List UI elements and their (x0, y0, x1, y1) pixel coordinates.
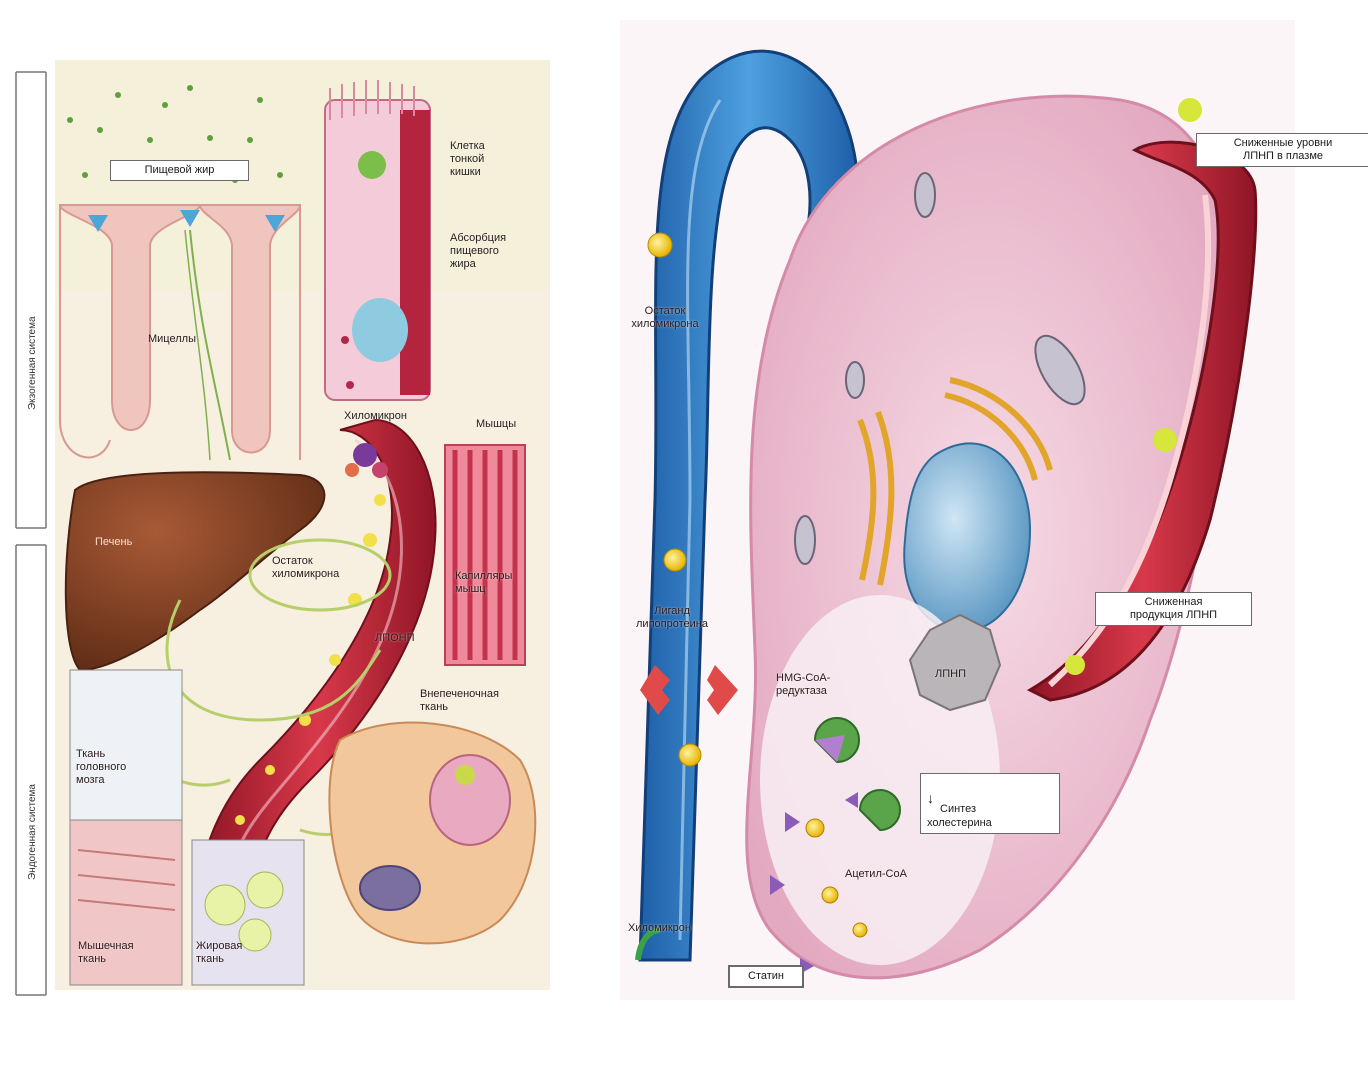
micelles-label: Мицеллы (148, 333, 196, 346)
acetyl-coa-label: Ацетил-CoA (845, 868, 907, 881)
right-panel (620, 20, 1295, 1000)
extrahepatic-cell (329, 723, 535, 944)
brain-tissue-label: Ткань головного мозга (76, 748, 126, 788)
brain-tissue-inset (70, 670, 182, 820)
intestinal-cell (325, 80, 430, 400)
reduced-plasma-ldl-label: Сниженные уровни ЛПНП в плазме (1196, 133, 1368, 167)
liver-label: Печень (95, 536, 132, 549)
extrahepatic-tissue-label: Внепеченочная ткань (420, 688, 499, 714)
endogenous-system-label: Эндогенная система (27, 784, 38, 880)
exogenous-system-label: Экзогенная система (27, 316, 38, 410)
adipose-tissue-label: Жировая ткань (196, 940, 242, 966)
fat-absorption-label: Абсорбция пищевого жира (450, 232, 506, 272)
ldl-label: ЛПНП (935, 668, 966, 681)
vldl-label: ЛПОНП (375, 632, 415, 645)
nucleus (904, 443, 1030, 631)
hmg-coa-reductase-label: HMG-CoA- редуктаза (776, 672, 830, 698)
muscle-block (445, 445, 525, 665)
cholesterol-synthesis-box: ↓ Синтез холестерина (920, 773, 1060, 834)
lipoprotein-ligand-label: Лиганд липопротеина (612, 605, 732, 631)
dietary-fat-label: Пищевой жир (110, 160, 249, 181)
muscle-capillaries-label: Капилляры мышц (455, 570, 512, 596)
left-panel (16, 60, 550, 995)
cholesterol-synthesis-label: Синтез холестерина (927, 803, 992, 828)
chylomicron-right-label: Хиломикрон (628, 922, 691, 935)
muscle-tissue-label: Мышечная ткань (78, 940, 134, 966)
reduced-ldl-production-label: Сниженная продукция ЛПНП (1095, 592, 1252, 626)
intestinal-cell-label: Клетка тонкой кишки (450, 140, 485, 180)
down-arrow-icon: ↓ (927, 790, 934, 807)
chylomicron-remnant-label: Остаток хиломикрона (272, 555, 339, 581)
chylomicron-label: Хиломикрон (344, 410, 407, 423)
muscle-label: Мышцы (476, 418, 516, 431)
statin-label: Статин (728, 965, 804, 988)
chylomicron-remnant-right-label: Остаток хиломикрона (610, 305, 720, 331)
